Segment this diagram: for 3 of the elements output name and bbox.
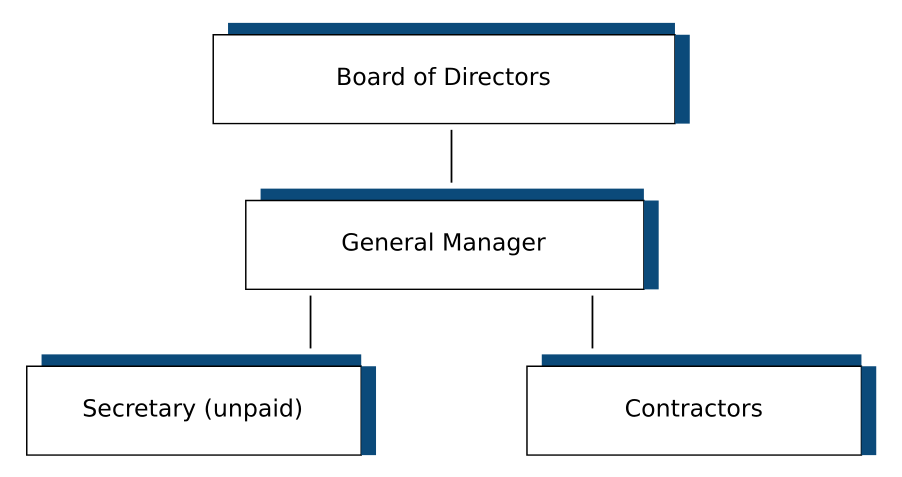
connector — [591, 295, 593, 348]
connector — [309, 295, 311, 348]
connector — [450, 129, 452, 182]
